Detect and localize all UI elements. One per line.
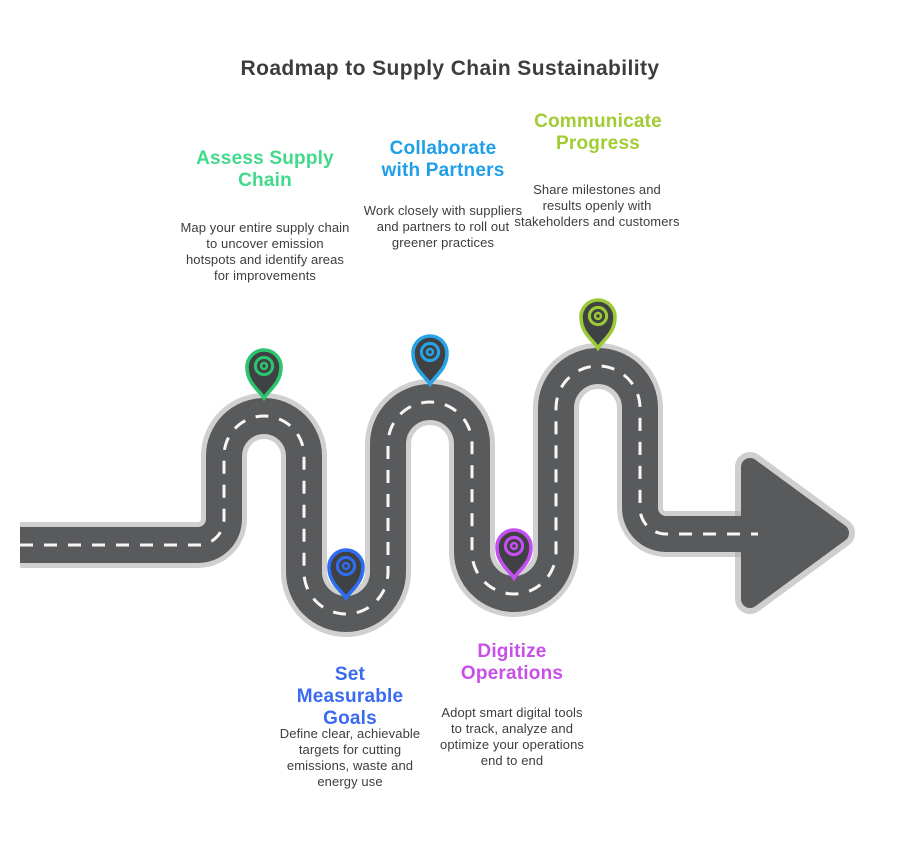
step-description-communicate-progress: Share milestones and results openly with… [514,182,680,229]
arrow-icon [741,458,849,608]
step-title-communicate-progress: Communicate Progress [534,111,662,154]
step-description-assess-supply-chain: Map your entire supply chain to uncover … [180,220,350,283]
step-title-assess-supply-chain: Assess Supply Chain [196,148,334,191]
step-description-set-measurable-goals: Define clear, achievable targets for cut… [279,726,421,789]
map-pin-icon-goals [327,548,365,602]
road-centerline [20,364,758,616]
map-pin-icon-communicate [579,298,617,352]
step-title-set-measurable-goals: Set Measurable Goals [296,664,404,729]
map-pin-icon-digitize [495,528,533,582]
map-pin-icon-collaborate [411,334,449,388]
step-description-digitize-operations: Adopt smart digital tools to track, anal… [439,705,585,768]
step-title-digitize-operations: Digitize Operations [460,641,564,684]
step-description-collaborate-with-partners: Work closely with suppliers and partners… [363,203,523,250]
map-pin-icon-assess [245,348,283,402]
step-title-collaborate-with-partners: Collaborate with Partners [381,138,505,181]
page-title: Roadmap to Supply Chain Sustainability [240,57,660,80]
